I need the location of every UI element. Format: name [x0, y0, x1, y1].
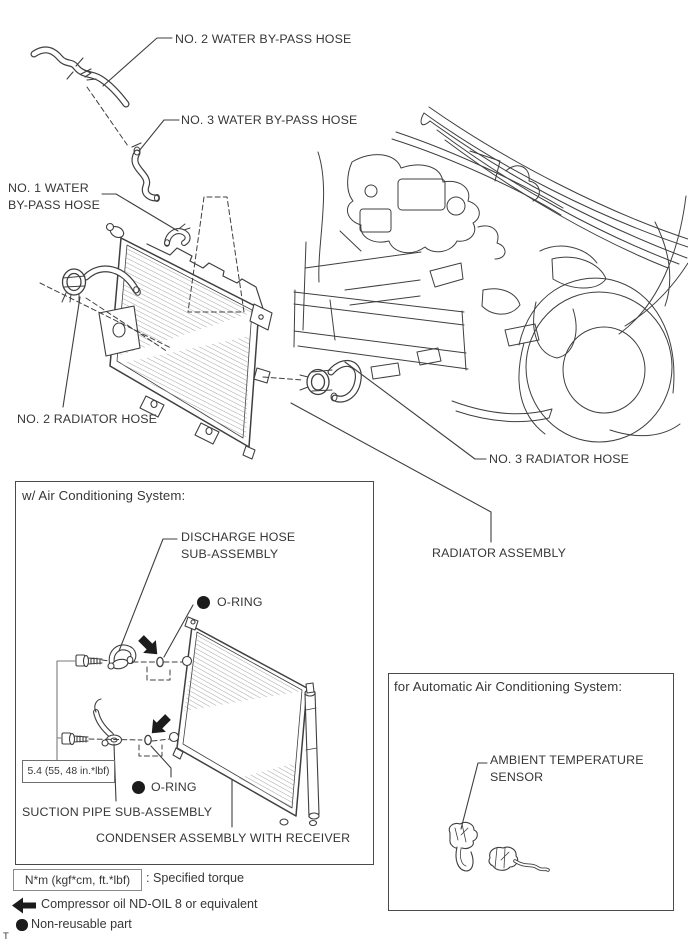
condenser-drawing: [168, 616, 320, 827]
auto-ac-box-title: for Automatic Air Conditioning System:: [394, 679, 623, 694]
compressor-oil-label: Compressor oil ND-OIL 8 or equivalent: [41, 897, 258, 911]
non-reusable-dot-icon: [16, 919, 28, 931]
label-ambient-temperature-sensor: AMBIENT TEMPERATURE SENSOR: [490, 753, 644, 784]
ac-box-title: w/ Air Conditioning System:: [22, 488, 186, 503]
torque-spec-box: 5.4 (55, 48 in.*lbf): [22, 760, 115, 783]
specified-torque-label: : Specified torque: [146, 871, 245, 885]
label-discharge-hose: DISCHARGE HOSE SUB-ASSEMBLY: [181, 530, 296, 561]
label-oring-bottom: O-RING: [151, 780, 197, 794]
label-condenser-assembly: CONDENSER ASSEMBLY WITH RECEIVER: [96, 831, 351, 845]
vehicle-front-drawing: [293, 106, 688, 443]
label-no2-water-bypass-hose: NO. 2 WATER BY-PASS HOSE: [175, 32, 352, 46]
dashed-guides: [39, 86, 304, 757]
hose-drawings: [30, 46, 362, 403]
label-no1-water-bypass-hose: NO. 1 WATER BY-PASS HOSE: [8, 181, 101, 212]
ambient-sensor-drawing: [448, 821, 550, 872]
auto-ac-system-box: [388, 673, 674, 911]
compressor-oil-arrow-icon: [12, 897, 36, 914]
ac-system-box: [15, 481, 374, 865]
compressor-oil-arrow-icon: [138, 635, 171, 734]
torque-symbol-box: N*m (kgf*cm, ft.*lbf): [13, 869, 142, 891]
radiator-drawing: [98, 222, 273, 460]
label-radiator-assembly: RADIATOR ASSEMBLY: [432, 546, 567, 560]
hose-clamp-drawings: [61, 268, 333, 396]
torque-spec-value: 5.4 (55, 48 in.*lbf): [27, 766, 110, 777]
non-reusable-dot-icon: [197, 596, 210, 609]
label-oring-top: O-RING: [217, 595, 263, 609]
leader-lines: [56, 37, 492, 830]
label-no3-water-bypass-hose: NO. 3 WATER BY-PASS HOSE: [181, 113, 358, 127]
label-no2-radiator-hose: NO. 2 RADIATOR HOSE: [17, 412, 158, 426]
non-reusable-label: Non-reusable part: [31, 917, 132, 931]
non-reusable-dot-icon: [132, 781, 145, 794]
label-no3-radiator-hose: NO. 3 RADIATOR HOSE: [489, 452, 630, 466]
page-corner-mark: T: [3, 931, 9, 942]
label-suction-pipe: SUCTION PIPE SUB-ASSEMBLY: [22, 805, 213, 819]
fitting-drawings: [61, 644, 164, 747]
torque-symbol-text: N*m (kgf*cm, ft.*lbf): [24, 873, 131, 887]
